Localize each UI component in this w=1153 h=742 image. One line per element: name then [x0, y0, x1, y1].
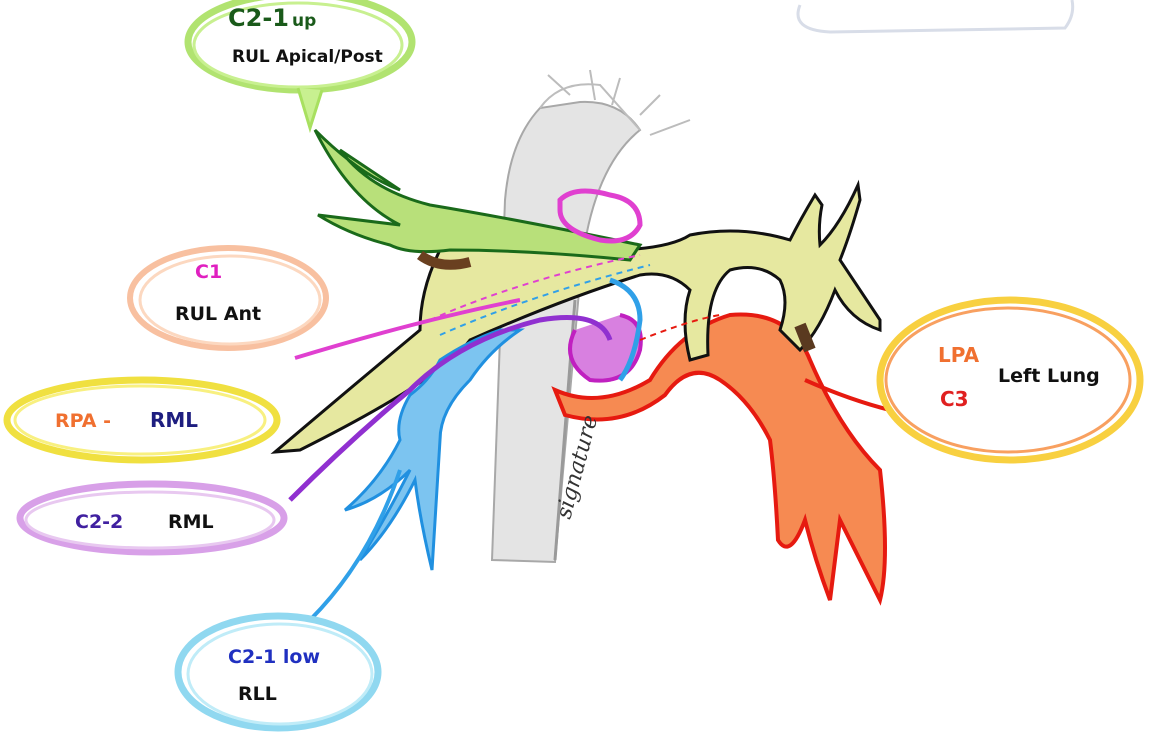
- c21up-suffix: up: [292, 11, 316, 31]
- faint-sketch: [798, 0, 1073, 32]
- label-c1: C1 RUL Ant: [130, 248, 326, 348]
- rpa-text: RPA -: [55, 410, 111, 432]
- c3-text: C3: [940, 387, 969, 411]
- bubble-c1: [130, 248, 326, 348]
- rml-text: RML: [150, 408, 198, 432]
- label-c22: C2-2 RML: [20, 484, 284, 552]
- label-c21-low: C2-1 low RLL: [178, 616, 378, 728]
- bubble-c22: [20, 484, 284, 552]
- c1-region: RUL Ant: [175, 303, 261, 325]
- c1-code: C1: [195, 261, 222, 283]
- c21low-code: C2-1 low: [228, 646, 320, 668]
- c22-code: C2-2: [75, 511, 123, 533]
- label-rpa-rml: RPA - RML: [7, 380, 277, 460]
- left-lung-text: Left Lung: [998, 365, 1100, 387]
- label-c21-up: C2-1 up RUL Apical/Post: [188, 0, 412, 128]
- label-lpa: LPA C3 Left Lung: [880, 300, 1140, 460]
- bubble-c21-low: [178, 616, 378, 728]
- lpa-text: LPA: [938, 343, 980, 367]
- c21low-region: RLL: [238, 683, 277, 705]
- c21up-region: RUL Apical/Post: [232, 47, 383, 67]
- bubble-rpa-rml: [7, 380, 277, 460]
- c21up-code: C2-1: [228, 4, 289, 32]
- c22-region: RML: [168, 511, 214, 533]
